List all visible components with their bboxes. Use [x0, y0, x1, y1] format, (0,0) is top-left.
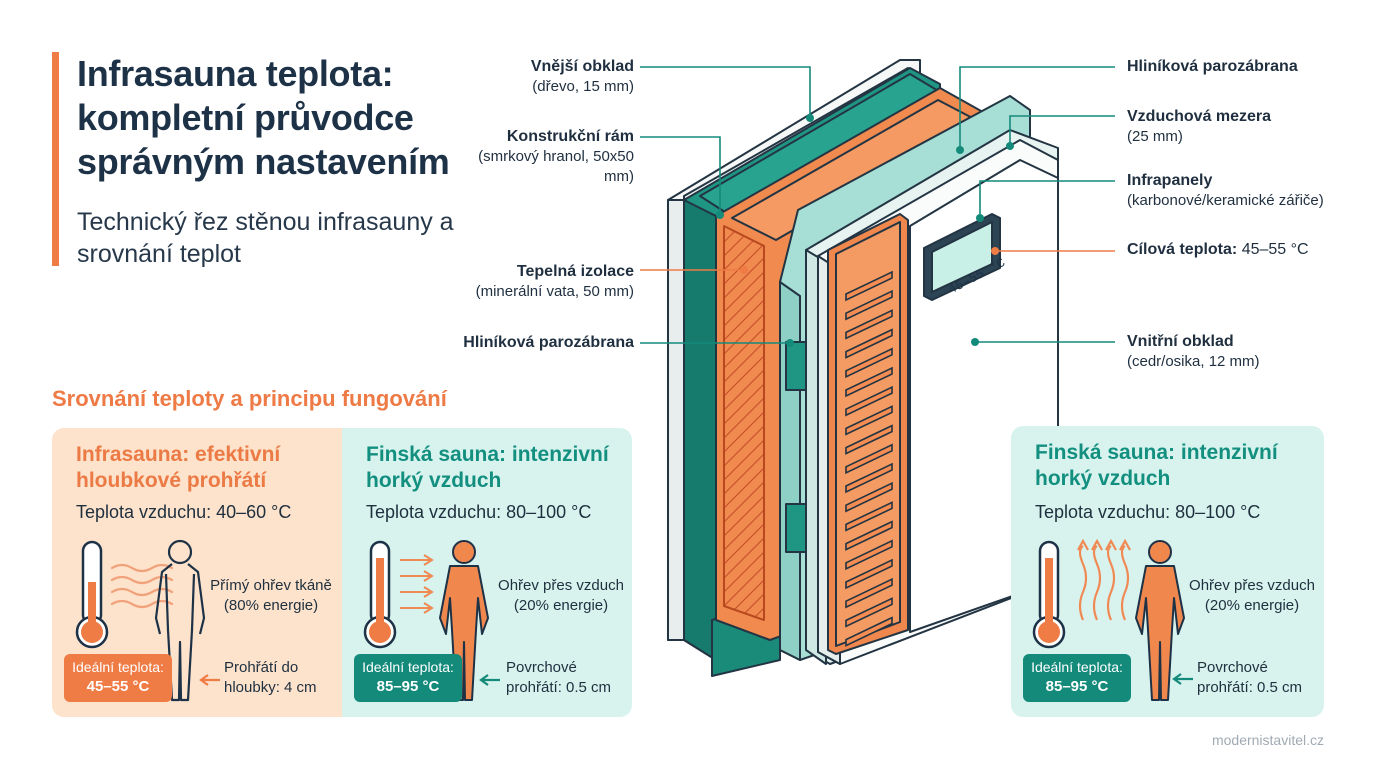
- panel-slot: [845, 558, 893, 590]
- panel-slot: [845, 616, 893, 647]
- panel-slot: [845, 328, 893, 359]
- panel-slot: [845, 270, 893, 302]
- infrasauna-heating-note: Přímý ohřev tkáně (80% energie): [210, 577, 332, 614]
- infrasauna-air-temp: Teplota vzduchu: 40–60 °C: [76, 502, 292, 522]
- leader-panels: [979, 180, 1115, 218]
- construction-frame-layer: [683, 67, 941, 677]
- human-figure-icon: [1135, 540, 1185, 701]
- leader-frame: [640, 136, 721, 215]
- callout-frame-name: Konstrukční rám: [506, 128, 634, 145]
- arrow-left-icon: [1172, 673, 1193, 685]
- finnish-standalone-ideal-badge: Ideální teplota: 85–95 °C: [1023, 654, 1131, 702]
- callout-outer-cladding-name: Vnější obklad: [530, 58, 634, 75]
- finnish-standalone-ideal-label: Ideální teplota:: [1031, 659, 1123, 675]
- panel-slot: [845, 520, 893, 551]
- callout-vapor-left-name: Hliníková parozábrana: [463, 334, 634, 351]
- callout-target-temp-value: 45–55 °C: [1241, 241, 1309, 258]
- human-outline-icon: [154, 539, 206, 702]
- brand-footer: modernistavitel.cz: [1211, 732, 1324, 748]
- thermometer-icon: [1032, 540, 1066, 649]
- finnish-standalone-air-temp: Teplota vzduchu: 80–100 °C: [1035, 502, 1261, 522]
- arrow-left-icon: [199, 674, 220, 686]
- callout-air-gap: Vzduchová mezera (25 mm): [1127, 107, 1271, 147]
- finnish-card-title: Finská sauna: intenzivní horký vzduch: [366, 443, 609, 492]
- outer-cladding-layer: [667, 59, 921, 641]
- panel-slot: [845, 443, 893, 475]
- finnish-standalone-depth-note: Povrchové prohřátí: 0.5 cm: [1197, 659, 1303, 696]
- callout-inner-cladding: Vnitřní obklad (cedr/osika, 12 mm): [1127, 332, 1260, 372]
- callout-outer-cladding: Vnější obklad (dřevo, 15 mm): [531, 57, 634, 97]
- finnish-heating-note: Ohřev přes vzduch (20% energie): [498, 577, 624, 614]
- panel-slot: [845, 385, 893, 417]
- panel-heating-slots: [845, 270, 893, 647]
- callout-inner-cladding-detail: (cedr/osika, 12 mm): [1127, 353, 1260, 370]
- panel-slot: [845, 501, 893, 532]
- page-title: Infrasauna teplota: kompletní průvodce s…: [77, 53, 450, 182]
- finnish-ideal-value: 85–95 °C: [376, 678, 440, 695]
- thermometer-icon: [363, 540, 397, 649]
- callout-outer-cladding-detail: (dřevo, 15 mm): [532, 78, 634, 95]
- callout-insulation-name: Tepelná izolace: [516, 263, 634, 280]
- finnish-standalone-heating-note: Ohřev přes vzduch (20% energie): [1189, 577, 1315, 614]
- infrasauna-ideal-value: 45–55 °C: [86, 678, 150, 695]
- infrared-panel: [827, 213, 909, 655]
- panel-slot: [845, 577, 893, 609]
- infrasauna-depth-note: Prohřátí do hloubky: 4 cm: [224, 659, 317, 696]
- finnish-air-temp: Teplota vzduchu: 80–100 °C: [366, 502, 592, 522]
- callout-target-temp: Cílová teplota: 45–55 °C: [1127, 240, 1309, 260]
- callout-vapor-barrier-left: Hliníková parozábrana: [463, 333, 634, 353]
- display-reading: 45–55 °C: [946, 255, 1008, 298]
- panel-slot: [845, 309, 893, 340]
- callout-air-gap-detail: (25 mm): [1127, 128, 1183, 145]
- infrasauna-ideal-badge: Ideální teplota: 45–55 °C: [64, 654, 172, 702]
- callout-panels-detail: (karbonové/keramické zářiče): [1127, 192, 1324, 209]
- thermometer-icon: [75, 540, 109, 649]
- leader-vapor-right: [959, 66, 1115, 150]
- callout-inner-cladding-name: Vnitřní obklad: [1127, 333, 1234, 350]
- panel-slot: [845, 289, 893, 321]
- finnish-depth-note: Povrchové prohřátí: 0.5 cm: [506, 659, 612, 696]
- finnish-ideal-label: Ideální teplota:: [362, 659, 454, 675]
- infrasauna-card: Infrasauna: efektivní hloubkové prohřátí…: [52, 428, 342, 717]
- infrared-wave-icon: [110, 563, 174, 609]
- callout-frame-detail: (smrkový hranol, 50x50 mm): [478, 148, 634, 185]
- callout-insulation: Tepelná izolace (minerální vata, 50 mm): [476, 262, 634, 302]
- finnish-standalone-ideal-value: 85–95 °C: [1045, 678, 1109, 695]
- panel-slot: [845, 539, 893, 571]
- finnish-ideal-badge: Ideální teplota: 85–95 °C: [354, 654, 462, 702]
- human-figure-icon: [439, 540, 489, 701]
- page-subtitle: Technický řez stěnou infrasauny a srovná…: [77, 208, 454, 268]
- callout-vapor-barrier-right: Hliníková parozábrana: [1127, 57, 1298, 77]
- panel-slot: [845, 462, 893, 494]
- leader-outer-cladding: [640, 66, 811, 118]
- panel-slot: [845, 481, 893, 513]
- callout-insulation-detail: (minerální vata, 50 mm): [475, 283, 634, 300]
- comparison-heading: Srovnání teploty a principu fungování: [52, 386, 447, 411]
- temperature-display: [923, 213, 1001, 301]
- callout-air-gap-name: Vzduchová mezera: [1127, 108, 1272, 125]
- callout-panels: Infrapanely (karbonové/keramické zářiče): [1127, 171, 1324, 211]
- leader-air-gap: [1009, 115, 1115, 146]
- panel-slot: [845, 366, 893, 398]
- insulation-layer: [715, 87, 991, 641]
- hot-air-arrows-icon: [400, 554, 434, 614]
- callout-panels-name: Infrapanely: [1127, 172, 1213, 189]
- finnish-standalone-title: Finská sauna: intenzivní horký vzduch: [1035, 441, 1278, 490]
- rising-heat-icon: [1077, 538, 1131, 621]
- arrow-left-icon: [479, 674, 500, 686]
- finnish-card: Finská sauna: intenzivní horký vzduch Te…: [342, 428, 632, 717]
- vapor-barrier-layer: [779, 95, 1031, 661]
- title-block: Infrasauna teplota: kompletní průvodce s…: [52, 52, 482, 268]
- callout-target-temp-name: Cílová teplota:: [1127, 241, 1238, 258]
- callout-frame: Konstrukční rám (smrkový hranol, 50x50 m…: [474, 127, 634, 187]
- panel-slot: [845, 597, 893, 628]
- infrasauna-card-title: Infrasauna: efektivní hloubkové prohřátí: [76, 443, 281, 492]
- callout-vapor-right-name: Hliníková parozábrana: [1127, 58, 1298, 75]
- infrasauna-ideal-label: Ideální teplota:: [72, 659, 164, 675]
- panel-slot: [845, 424, 893, 455]
- finnish-card-standalone: Finská sauna: intenzivní horký vzduch Te…: [1011, 426, 1324, 717]
- panel-slot: [845, 347, 893, 379]
- panel-slot: [845, 405, 893, 436]
